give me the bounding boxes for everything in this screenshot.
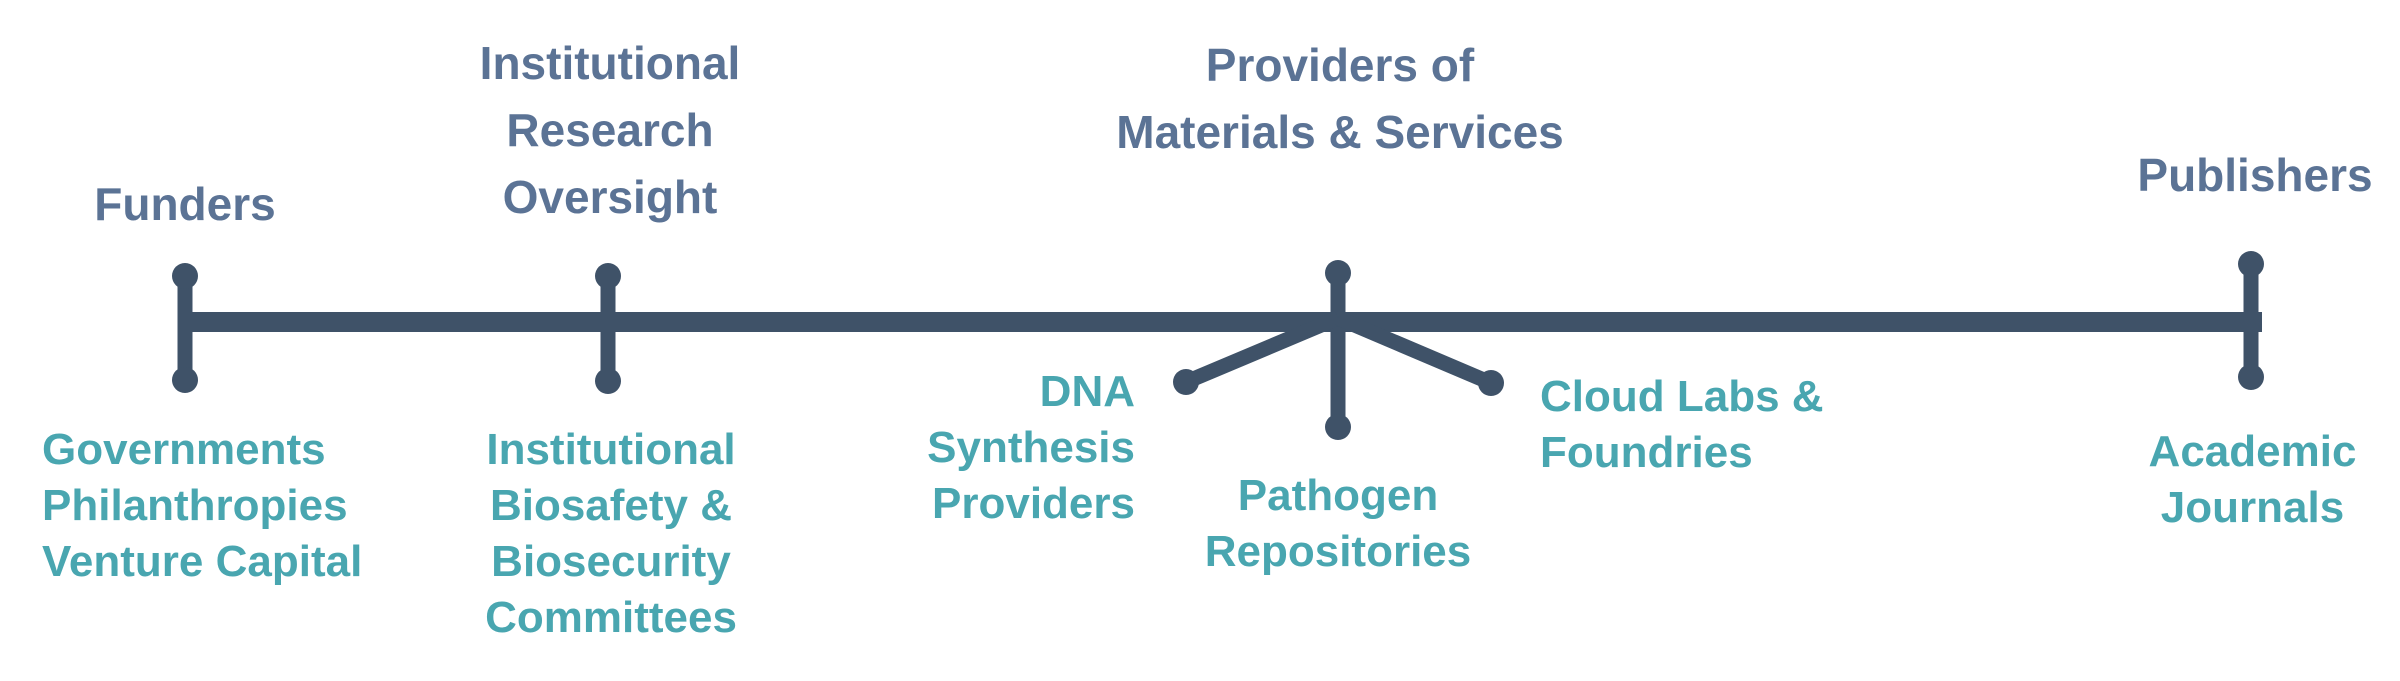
funders-heading: Funders xyxy=(25,172,345,236)
cloudlabs-sub-line: Cloud Labs & xyxy=(1540,372,1824,421)
publishers-node-marker xyxy=(2238,251,2264,390)
dna-sub-line: DNA xyxy=(1039,367,1135,416)
funders-sub-label: Governments Philanthropies Venture Capit… xyxy=(42,422,402,590)
oversight-heading-line: Institutional xyxy=(479,37,741,89)
oversight-sub-line: Biosecurity xyxy=(491,537,731,586)
cloudlabs-sub-line: Foundries xyxy=(1540,428,1753,477)
funders-heading-line: Funders xyxy=(94,178,276,230)
oversight-heading-line: Research xyxy=(506,104,714,156)
oversight-sub-line: Institutional xyxy=(486,425,736,474)
providers-heading-line: Materials & Services xyxy=(1116,106,1564,158)
oversight-node-marker xyxy=(595,263,621,394)
funders-sub-line: Philanthropies xyxy=(42,481,348,530)
academic-sub-line: Journals xyxy=(2160,483,2345,532)
academic-journals-label: Academic Journals xyxy=(2100,424,2400,536)
providers-left-branch xyxy=(1183,311,1341,389)
providers-heading: Providers of Materials & Services xyxy=(1080,32,1600,166)
funders-node-marker xyxy=(172,263,198,393)
pathogen-sub-line: Repositories xyxy=(1204,527,1472,576)
funders-sub-line: Governments xyxy=(42,425,326,474)
providers-node-marker xyxy=(1173,260,1504,440)
dna-sub-line: Synthesis xyxy=(927,423,1135,472)
oversight-sub-line: Committees xyxy=(485,593,737,642)
funders-sub-line: Venture Capital xyxy=(42,537,363,586)
dna-synthesis-providers-label: DNA Synthesis Providers xyxy=(835,364,1135,532)
providers-heading-line: Providers of xyxy=(1205,39,1475,91)
academic-sub-line: Academic xyxy=(2148,427,2357,476)
oversight-heading: Institutional Research Oversight xyxy=(415,30,805,231)
oversight-sub-line: Biosafety & xyxy=(489,481,733,530)
publishers-heading-line: Publishers xyxy=(2137,149,2373,201)
oversight-sub-label: Institutional Biosafety & Biosecurity Co… xyxy=(420,422,802,646)
pathogen-repositories-label: Pathogen Repositories xyxy=(1138,468,1538,580)
pathogen-sub-line: Pathogen xyxy=(1237,471,1439,520)
cloud-labs-foundries-label: Cloud Labs & Foundries xyxy=(1540,369,1960,481)
dna-sub-line: Providers xyxy=(932,479,1135,528)
providers-right-branch xyxy=(1335,311,1494,390)
oversight-heading-line: Oversight xyxy=(502,171,718,223)
publishers-heading: Publishers xyxy=(2100,143,2400,207)
